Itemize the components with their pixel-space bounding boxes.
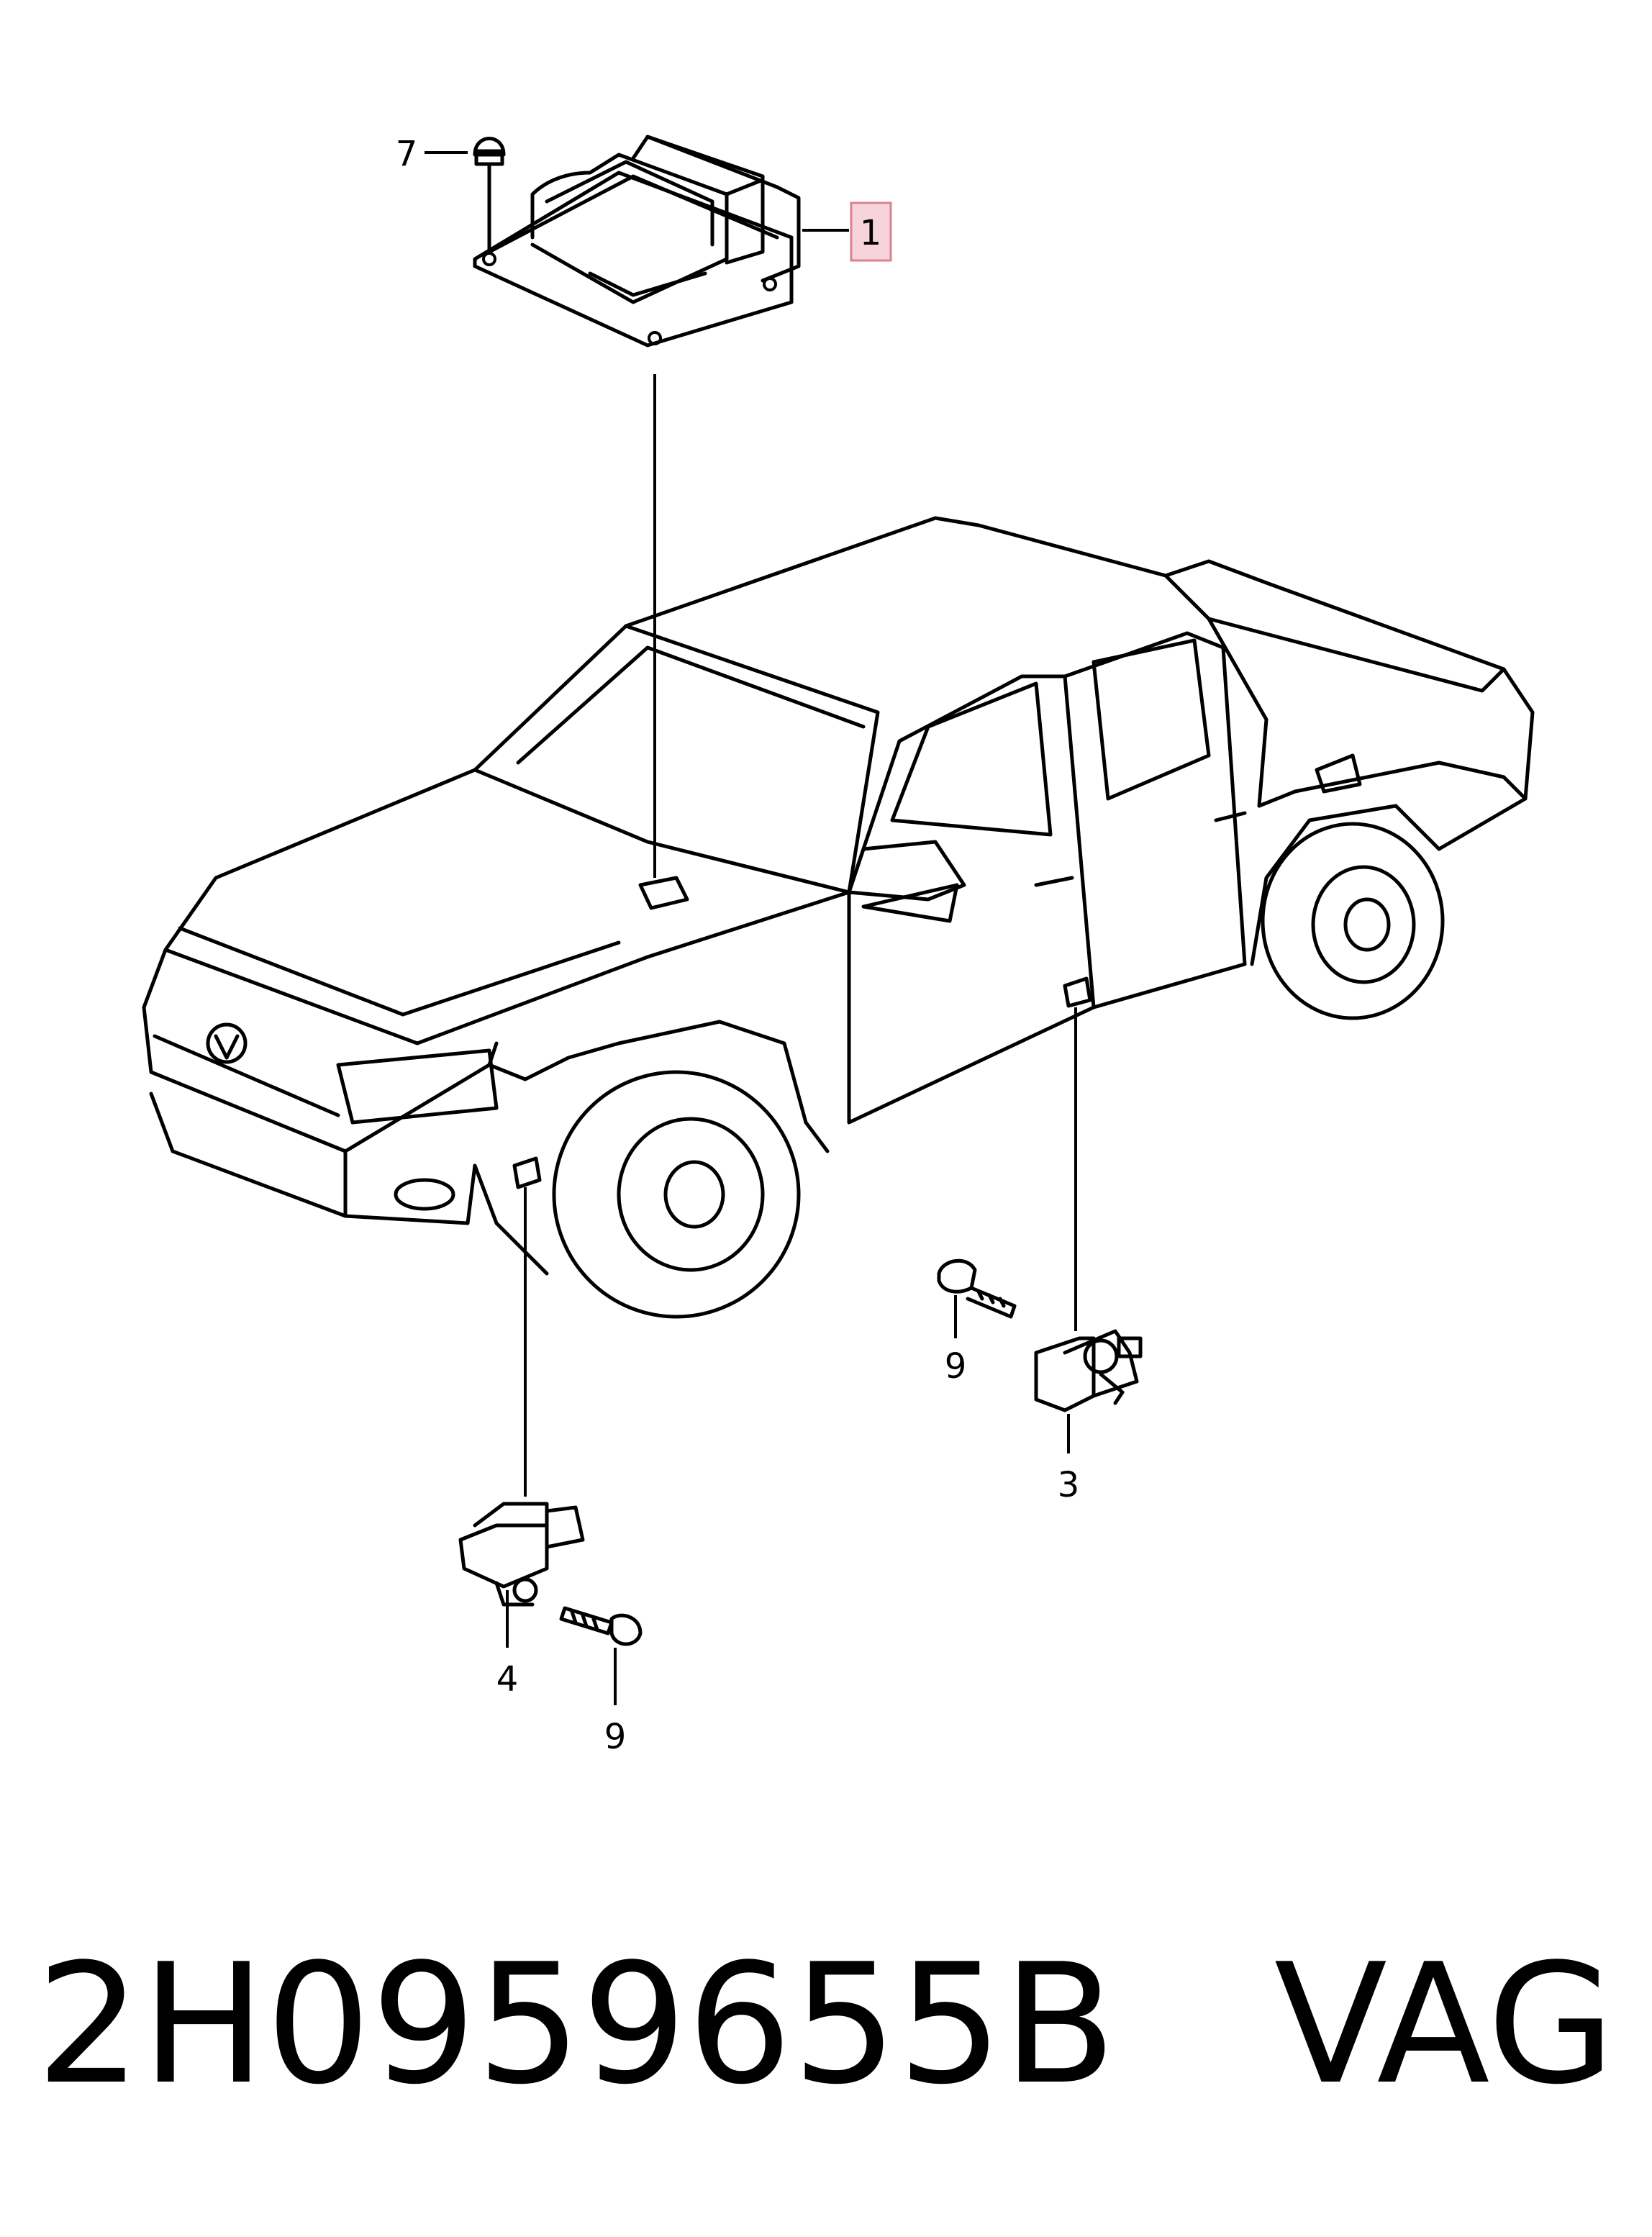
mount-point-front (512, 1156, 542, 1189)
callout-label-7: 7 (396, 134, 418, 174)
callout-1-highlight (850, 201, 892, 262)
callout-1: 1 (802, 201, 892, 262)
callout-label-4: 4 (496, 1659, 519, 1700)
callout-7: 7 (396, 134, 468, 174)
rivet-nut (473, 137, 506, 254)
callout-label-1: 1 (860, 213, 882, 253)
callout-label-9-lower: 9 (604, 1717, 627, 1757)
callout-9-lower: 9 (604, 1648, 627, 1757)
airbag-control-unit (473, 135, 801, 348)
side-crash-sensor (1034, 1329, 1143, 1412)
front-crash-sensor (458, 1502, 585, 1607)
callout-label-9-upper: 9 (945, 1346, 967, 1387)
part-number-caption: 2H0959655B VAG (36, 1929, 1615, 2121)
pickup-truck (142, 516, 1535, 1319)
bolt-upper (937, 1258, 1017, 1319)
callout-9-upper: 9 (945, 1295, 967, 1387)
bolt-lower (559, 1606, 643, 1646)
mount-point-center (638, 876, 689, 910)
callout-3: 3 (1058, 1414, 1080, 1505)
mount-point-door (1063, 976, 1092, 1008)
callout-label-3: 3 (1058, 1465, 1080, 1505)
callout-4: 4 (496, 1590, 519, 1700)
